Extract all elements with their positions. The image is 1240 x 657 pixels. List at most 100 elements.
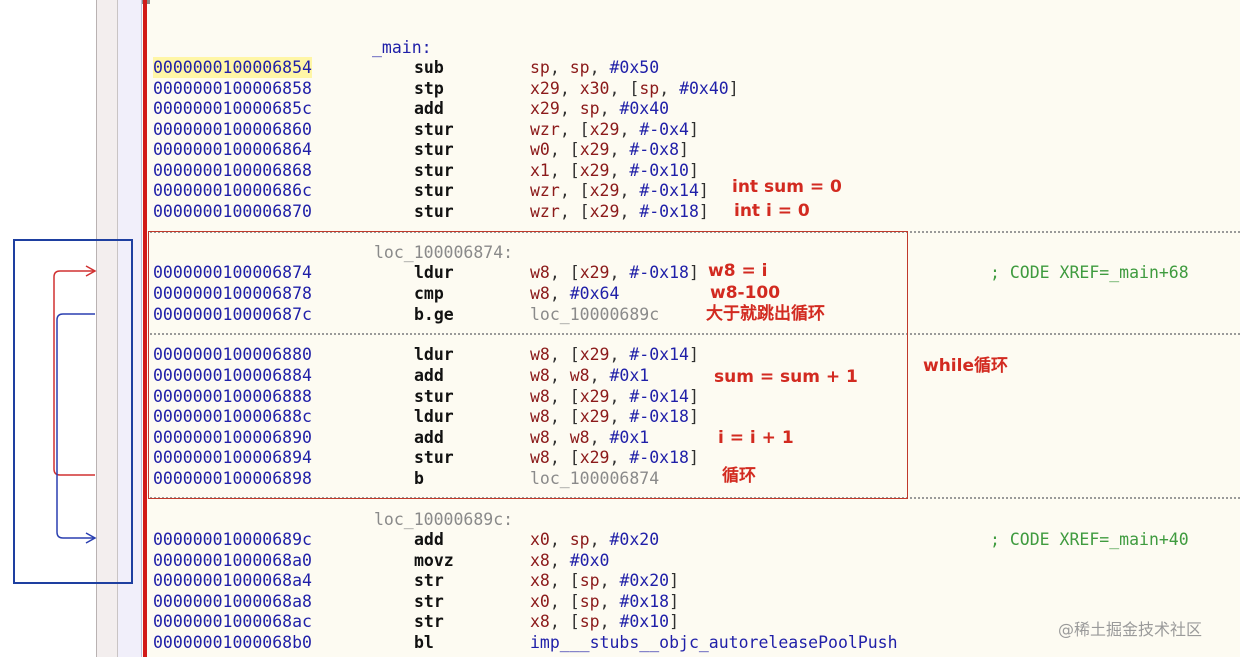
operand-token: w8	[530, 387, 550, 406]
instruction-address[interactable]: 00000001000068b0	[153, 633, 312, 652]
branch-target-link[interactable]: loc_100006874	[530, 469, 660, 488]
instruction-address[interactable]: 0000000100006884	[153, 366, 312, 385]
instruction-address[interactable]: 0000000100006868	[153, 161, 312, 180]
instruction-address[interactable]: 000000010000686c	[153, 181, 312, 200]
instruction-address[interactable]: 000000010000685c	[153, 99, 312, 118]
instruction-mnemonic: add	[414, 428, 444, 447]
instruction-address[interactable]: 0000000100006888	[153, 387, 312, 406]
xref-exit[interactable]: ; CODE XREF=_main+40	[990, 530, 1189, 549]
branch-target-link[interactable]: loc_10000689c	[530, 305, 660, 324]
operand-token: , [	[559, 120, 590, 139]
operand-token: #-0x4	[639, 120, 689, 139]
breakpoint-gutter[interactable]	[118, 0, 142, 657]
label-main[interactable]: _main:	[372, 38, 432, 57]
instruction-address[interactable]: 00000001000068ac	[153, 612, 312, 631]
disassembly-view[interactable]: _main: loc_100006874: ; CODE XREF=_main+…	[150, 0, 1240, 657]
operand-token: , [	[549, 263, 580, 282]
instruction-mnemonic: stur	[414, 448, 454, 467]
instruction-address[interactable]: 0000000100006894	[153, 448, 312, 467]
instruction-address[interactable]: 0000000100006890	[153, 428, 312, 447]
instruction-mnemonic: str	[414, 571, 444, 590]
operand-token: #0x10	[619, 612, 670, 631]
instruction-operands: wzr, [x29, #-0x18]	[530, 201, 709, 222]
operand-token: w8	[530, 428, 550, 447]
instruction-address[interactable]: 0000000100006870	[153, 202, 312, 221]
instruction-address[interactable]: 00000001000068a0	[153, 551, 312, 570]
operand-token: #-0x14	[629, 387, 689, 406]
instruction-address[interactable]: 00000001000068a8	[153, 592, 312, 611]
instruction-address[interactable]: 000000010000689c	[153, 530, 312, 549]
instruction-operands: x0, sp, #0x20	[530, 529, 659, 550]
operand-token: ,	[609, 263, 630, 282]
operand-token: ,	[619, 181, 640, 200]
operand-token: ]	[688, 387, 699, 406]
label-loop[interactable]: loc_100006874:	[374, 243, 514, 262]
annotation-i-inc: i = i + 1	[718, 428, 794, 448]
instruction-address[interactable]: 0000000100006878	[153, 284, 312, 303]
operand-token: , [	[549, 387, 580, 406]
instruction-address[interactable]: 0000000100006898	[153, 469, 312, 488]
operand-token: x1	[530, 161, 550, 180]
operand-token: ,	[609, 345, 630, 364]
instruction-address[interactable]: 0000000100006880	[153, 345, 312, 364]
operand-token: ,	[549, 428, 570, 447]
annotation-cmp: w8-100	[710, 283, 781, 303]
annotation-while: while循环	[923, 356, 1008, 376]
operand-token: w8	[530, 345, 550, 364]
instruction-operands: loc_100006874	[530, 468, 659, 489]
operand-token: ,	[589, 366, 610, 385]
instruction-address[interactable]: 0000000100006864	[153, 140, 312, 159]
instruction-address[interactable]: 00000001000068a4	[153, 571, 312, 590]
instruction-address[interactable]: 0000000100006858	[153, 79, 312, 98]
instruction-address[interactable]: 000000010000687c	[153, 305, 312, 324]
loop-highlight-box	[148, 231, 908, 499]
instruction-address[interactable]: 0000000100006860	[153, 120, 312, 139]
annotation-sum-init: int sum = 0	[732, 177, 842, 197]
instruction-operands: w8, #0x64	[530, 283, 619, 304]
block-separator	[150, 333, 1240, 335]
operand-token: w8	[569, 428, 590, 447]
operand-token: sp	[579, 99, 600, 118]
operand-token: ,	[559, 99, 580, 118]
operand-token: w8	[530, 448, 550, 467]
operand-token: sp	[579, 612, 600, 631]
operand-token: x29	[579, 448, 610, 467]
annotation-w8-eq-i: w8 = i	[708, 261, 768, 281]
operand-token: ,	[659, 79, 680, 98]
instruction-address[interactable]: 0000000100006854	[153, 57, 312, 78]
label-exit[interactable]: loc_10000689c:	[374, 510, 514, 529]
instruction-operands: w8, [x29, #-0x18]	[530, 406, 699, 427]
xref-loop[interactable]: ; CODE XREF=_main+68	[990, 263, 1189, 282]
operand-token: ,	[609, 387, 630, 406]
operand-token: #0x40	[679, 79, 729, 98]
operand-token: sp	[579, 571, 600, 590]
instruction-address[interactable]: 000000010000688c	[153, 407, 312, 426]
instruction-operands: x29, x30, [sp, #0x40]	[530, 78, 739, 99]
instruction-address[interactable]: 0000000100006874	[153, 263, 312, 282]
operand-token: #-0x8	[629, 140, 680, 159]
